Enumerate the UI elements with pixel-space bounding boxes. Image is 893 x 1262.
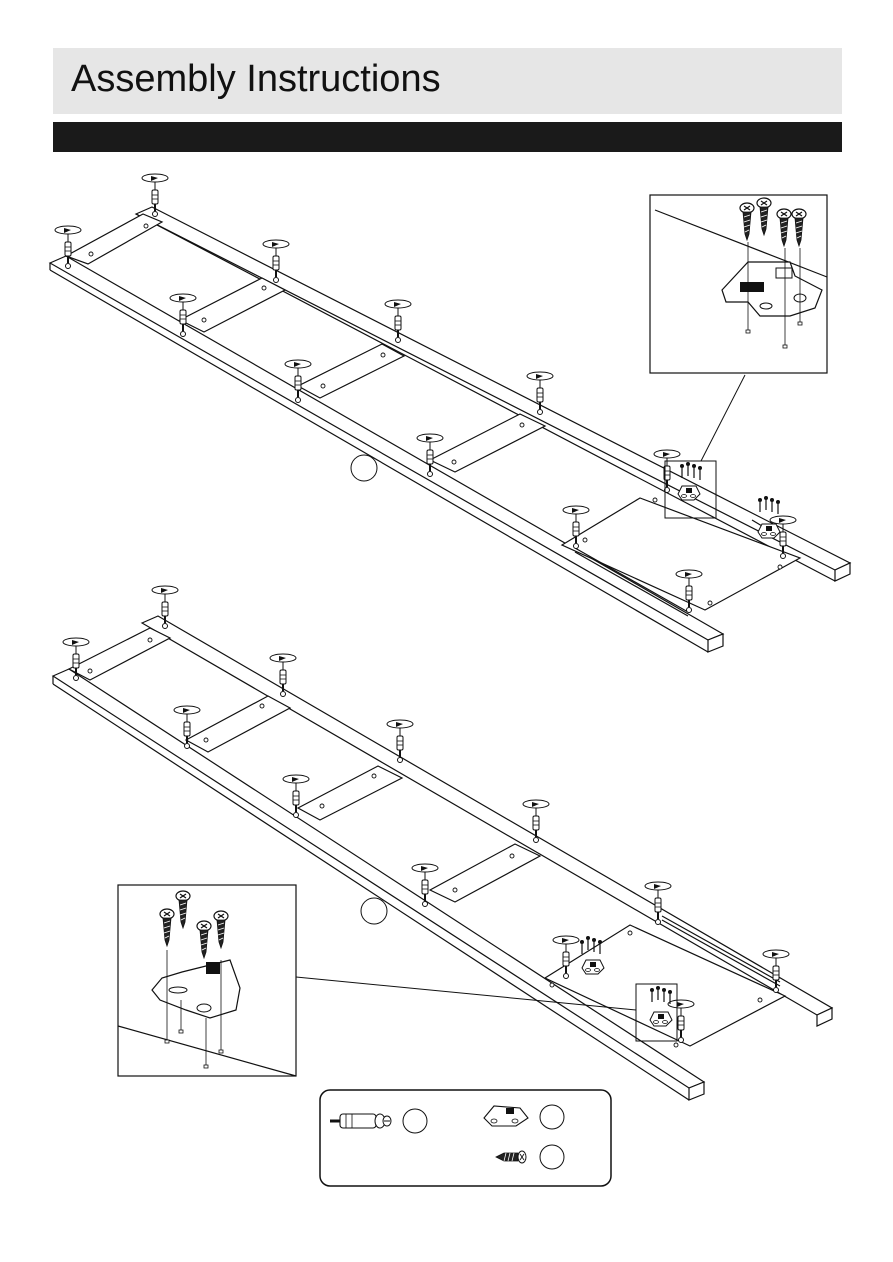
bracket-icon — [582, 960, 604, 974]
bracket-icon — [758, 524, 780, 538]
screw-icon — [586, 936, 590, 950]
step-number-circle — [361, 898, 387, 924]
screw-icon — [698, 466, 702, 480]
bracket-icon — [650, 1012, 672, 1026]
screw-icon — [770, 498, 774, 512]
part-a-circle — [403, 1109, 427, 1133]
screw-icon — [580, 940, 584, 954]
screw-icon — [776, 500, 780, 514]
screw-icon — [764, 496, 768, 510]
lower-detail-box — [118, 885, 296, 1076]
screw-icon — [680, 464, 684, 478]
screw-icon — [758, 498, 762, 512]
screw-icon — [686, 462, 690, 476]
upper-detail-box — [650, 195, 827, 373]
step-number-circle — [351, 455, 377, 481]
bracket-icon — [678, 486, 700, 500]
part-b-circle — [540, 1105, 564, 1129]
parts-legend — [320, 1090, 611, 1186]
screw-icon — [692, 464, 696, 478]
part-c-circle — [540, 1145, 564, 1169]
